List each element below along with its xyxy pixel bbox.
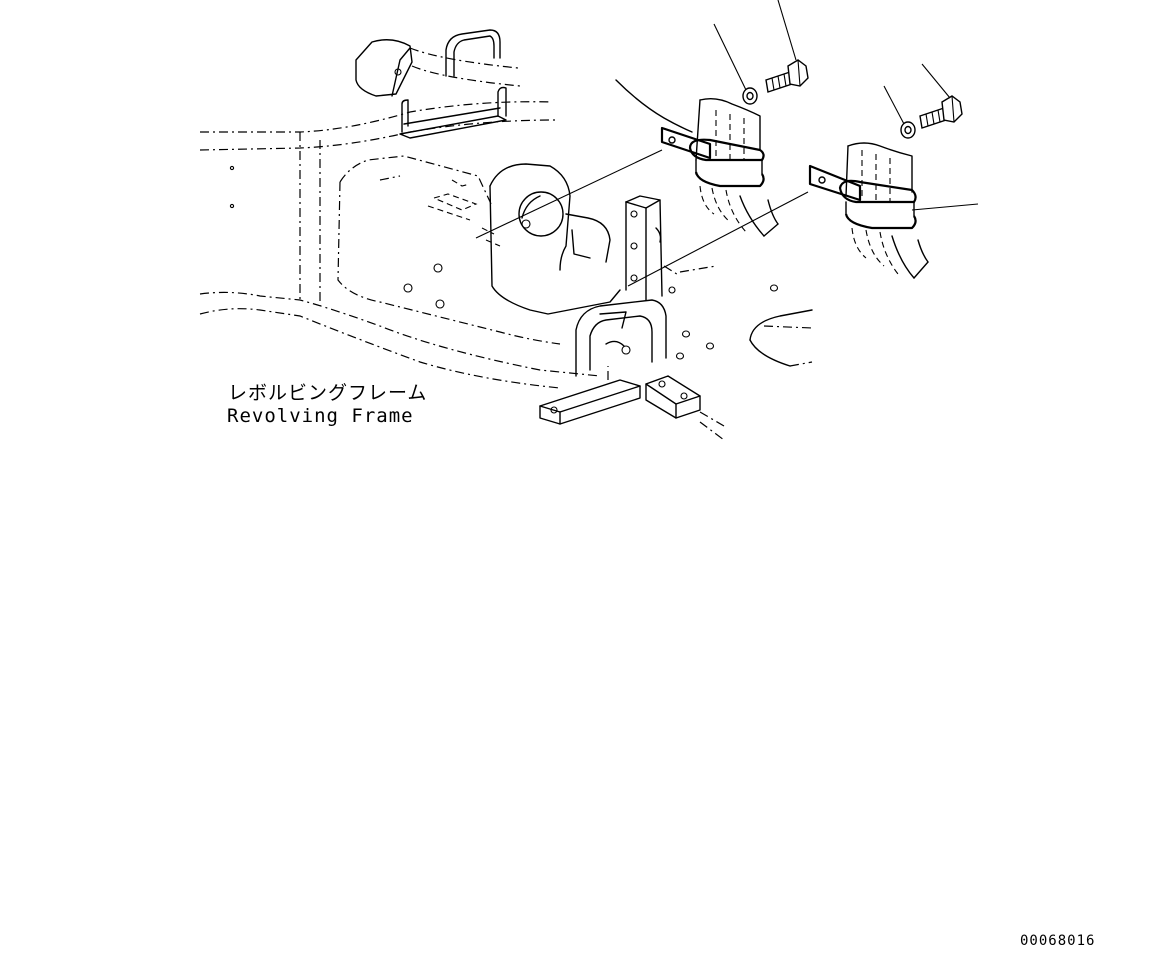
center-housing [337, 155, 561, 345]
washer-right [883, 85, 916, 139]
assembly-lines [475, 149, 809, 287]
revolving-frame-label-ja: レボルビングフレーム [228, 382, 428, 404]
bolt-left [765, 0, 809, 93]
u-bracket [575, 299, 667, 377]
washers [713, 23, 916, 139]
frame-rails [199, 101, 601, 389]
upper-bracket [355, 39, 521, 97]
deck-holes [675, 284, 779, 360]
hose-clamp-right [808, 142, 979, 279]
bolts [765, 0, 963, 129]
pivot-block [489, 163, 621, 315]
handle-rail [399, 29, 507, 139]
vertical-post [625, 195, 676, 301]
bolt-right [919, 63, 963, 129]
deck-cutout [663, 265, 813, 367]
floor-plates [539, 366, 725, 441]
washer-left [713, 23, 758, 105]
clamp-leader [615, 79, 693, 133]
revolving-frame-label-en: Revolving Frame [227, 405, 414, 427]
hose-clamp-left [660, 97, 779, 237]
drawing-number: 00068016 [1020, 933, 1096, 949]
